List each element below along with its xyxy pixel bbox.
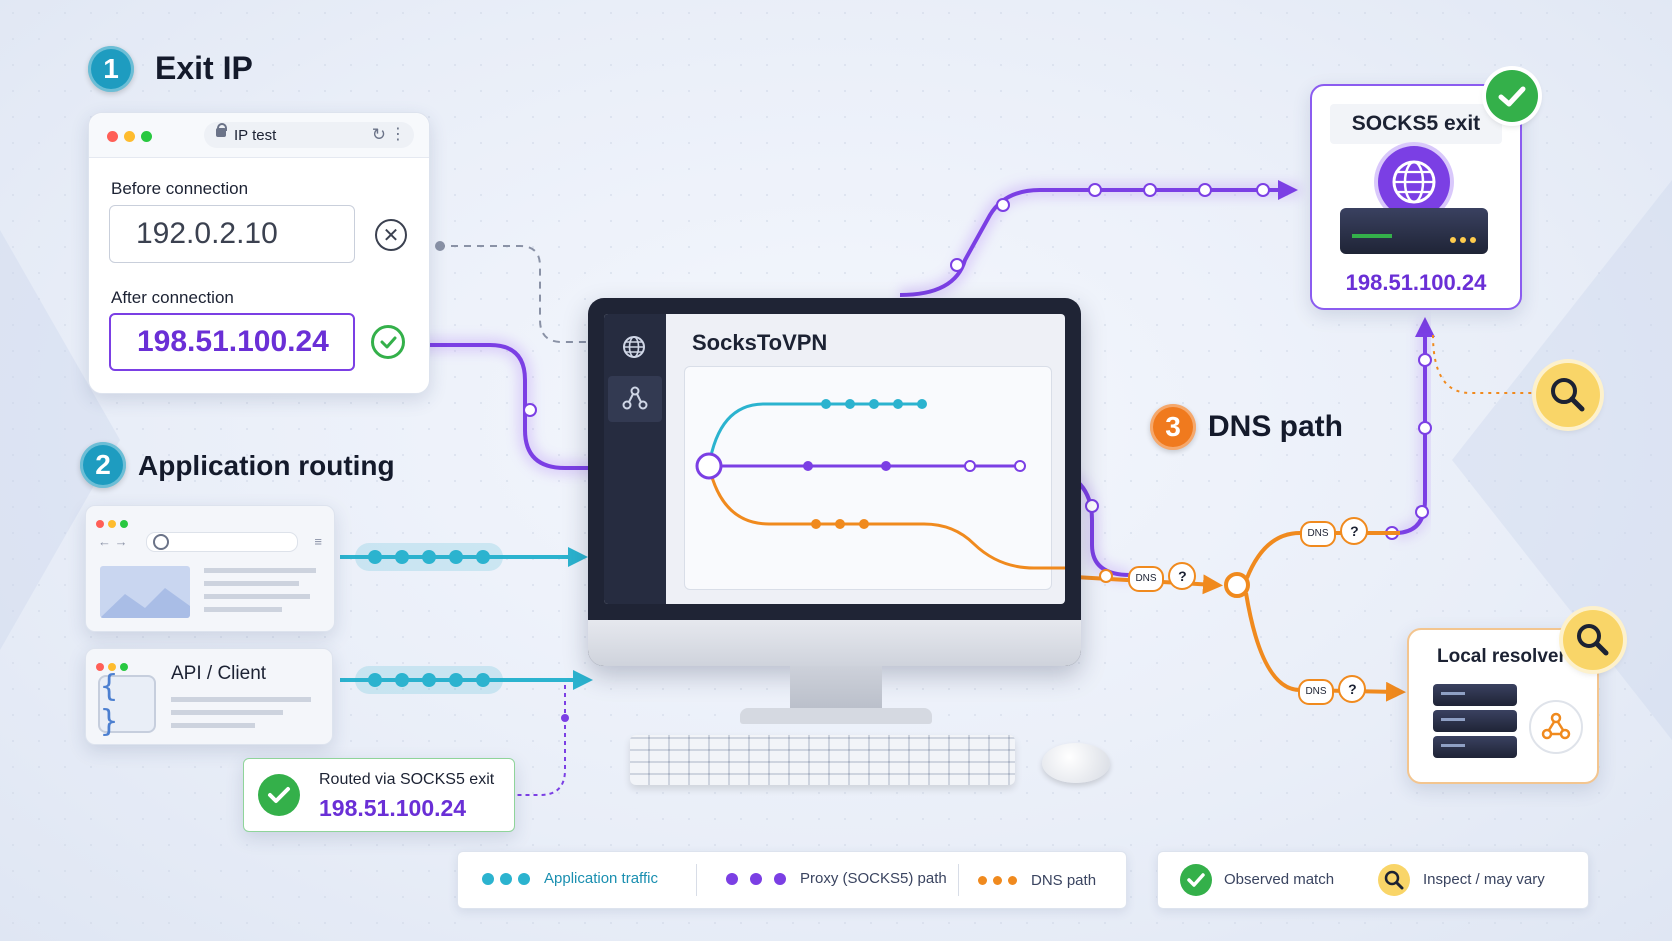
back-forward-arrows[interactable]: ← → [98,534,128,549]
routed-dashed-connector [515,685,566,796]
dns-branch-up [1245,531,1400,579]
socks5-exit-ip: 198.51.100.24 [1345,270,1487,295]
dns-tag-2: DNS ? [1300,517,1369,547]
inspect-dotted-connector [1432,334,1538,394]
menu-icon[interactable]: ≡ [314,534,322,549]
section-number-2: 2 [80,442,126,488]
server-icon [1433,684,1517,758]
legend-status: Observed match Inspect / may vary [1157,851,1589,909]
magnifier-icon [1378,864,1410,896]
proxy-path-to-exit [899,180,1298,297]
routed-ip: 198.51.100.24 [319,795,467,821]
dns-via-proxy-up [1394,317,1435,535]
cross-icon: ✕ [375,219,407,251]
legend-paths: Application traffic Proxy (SOCKS5) path … [457,851,1127,909]
window-close-dot[interactable] [107,131,118,142]
magnifier-icon [1536,363,1600,427]
after-connection-label: After connection [111,288,234,307]
check-icon [371,325,405,359]
section-title-dns-path: DNS path [1208,410,1343,443]
socks5-exit-card: SOCKS5 exit 198.51.100.24 [1310,84,1522,310]
keyboard [630,735,1015,785]
legend-item-app-traffic: Application traffic [482,870,658,887]
section-number-3: 3 [1150,404,1196,450]
window-titlebar: IP test ↻ ⋮ [89,113,429,158]
reload-icon[interactable]: ↻ [371,125,386,144]
api-client-title: API / Client [171,663,267,684]
app-title: SocksToVPN [692,330,828,355]
dns-tag-3: DNS ? [1298,675,1367,705]
text-placeholder [204,568,316,612]
monitor-stand [790,666,882,712]
globe-icon [153,534,169,550]
app-traffic-dots-2 [355,666,503,694]
browser-address-bar[interactable] [146,532,298,552]
globe-icon [1378,146,1450,218]
api-client-window: { } API / Client [85,648,333,745]
routing-origin-node [695,452,723,480]
proxy-path-to-app [415,343,698,478]
globe-icon[interactable] [621,334,647,360]
app-traffic-dots-1 [355,543,503,571]
magnifier-icon [1563,610,1623,670]
section-title-application-routing: Application routing [138,450,395,481]
ip-card-dashed-connector [438,245,590,343]
before-connection-label: Before connection [111,179,249,198]
more-menu-icon[interactable]: ⋮ [390,126,406,143]
routing-graph [695,399,1065,570]
check-icon [258,774,300,816]
before-ip-value: 192.0.2.10 [136,217,278,250]
legend-observed-match: Observed match [1224,871,1335,888]
section-number-1: 1 [88,46,134,92]
server-icon [1340,208,1488,254]
legend-inspect-may-vary: Inspect / may vary [1423,871,1545,888]
monitor-screen: SocksToVPN [604,314,1065,604]
window-minimize-dot[interactable] [124,131,135,142]
window-maximize-dot[interactable] [141,131,152,142]
local-resolver-title: Local resolver [1437,646,1566,667]
socks5-exit-title: SOCKS5 exit [1330,104,1502,144]
browser-app-window: ← → ≡ [85,505,335,632]
code-braces-icon: { } [98,669,156,739]
section-title-exit-ip: Exit IP [155,50,253,86]
app-sidebar [604,314,666,604]
ip-test-window: IP test ↻ ⋮ Before connection 192.0.2.10… [88,112,430,394]
legend-item-proxy-path: Proxy (SOCKS5) path [726,870,947,887]
tab-title: IP test [234,127,277,144]
mouse [1042,743,1110,783]
lock-icon [216,128,226,137]
network-icon[interactable] [608,376,662,422]
desktop-monitor: SocksToVPN [588,298,1081,666]
before-ip-field: 192.0.2.10 [109,205,355,263]
dns-tag-1: DNS ? [1128,562,1197,592]
routed-status-card: Routed via SOCKS5 exit 198.51.100.24 [243,758,515,832]
image-placeholder [100,566,190,618]
network-icon [1529,700,1583,754]
legend-item-dns-path: DNS path [978,872,1096,889]
address-bar[interactable]: IP test ↻ ⋮ [204,122,414,148]
monitor-base [740,708,932,724]
dns-junction [1224,572,1250,598]
check-icon [1180,864,1212,896]
dns-branch-down [1244,592,1406,702]
check-icon [1486,70,1538,122]
after-ip-value: 198.51.100.24 [137,325,329,358]
monitor-chin [588,620,1081,666]
lock-icon-shackle [217,123,227,131]
routed-text: Routed via SOCKS5 exit [319,771,495,788]
after-ip-field: 198.51.100.24 [109,313,355,371]
